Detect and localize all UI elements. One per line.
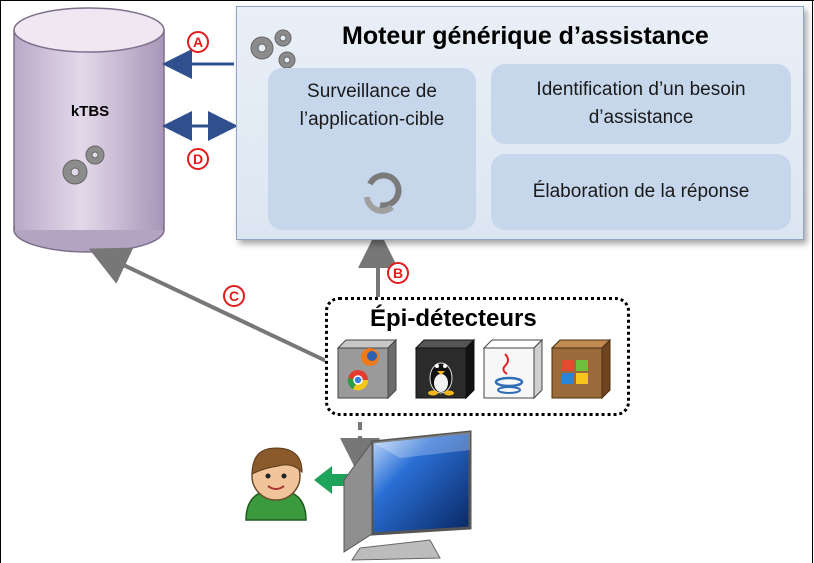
besoin-box: Identification d’un besoin d’assistance	[491, 64, 791, 144]
badge-a: A	[187, 31, 209, 53]
detectors-title: Épi-détecteurs	[370, 305, 537, 332]
reponse-box: Élaboration de la réponse	[491, 154, 791, 230]
badge-d: D	[187, 148, 209, 170]
frame-top-border	[0, 0, 814, 1]
arrow-c	[88, 247, 359, 378]
badge-b: B	[387, 262, 409, 284]
surveillance-label: Surveillance de l’application-cible	[299, 81, 445, 130]
frame-left-border	[0, 0, 1, 563]
badge-c: C	[223, 285, 245, 307]
ktbs-label: kTBS	[70, 103, 110, 120]
reponse-label: Élaboration de la réponse	[532, 181, 750, 202]
frame-right-border	[812, 0, 813, 563]
engine-title: Moteur générique d’assistance	[342, 22, 709, 50]
surveillance-box: Surveillance de l’application-cible	[268, 68, 476, 230]
besoin-label: Identification d’un besoin d’assistance	[536, 79, 746, 128]
ktbs-cylinder	[13, 7, 165, 253]
gears-icon	[62, 145, 105, 185]
